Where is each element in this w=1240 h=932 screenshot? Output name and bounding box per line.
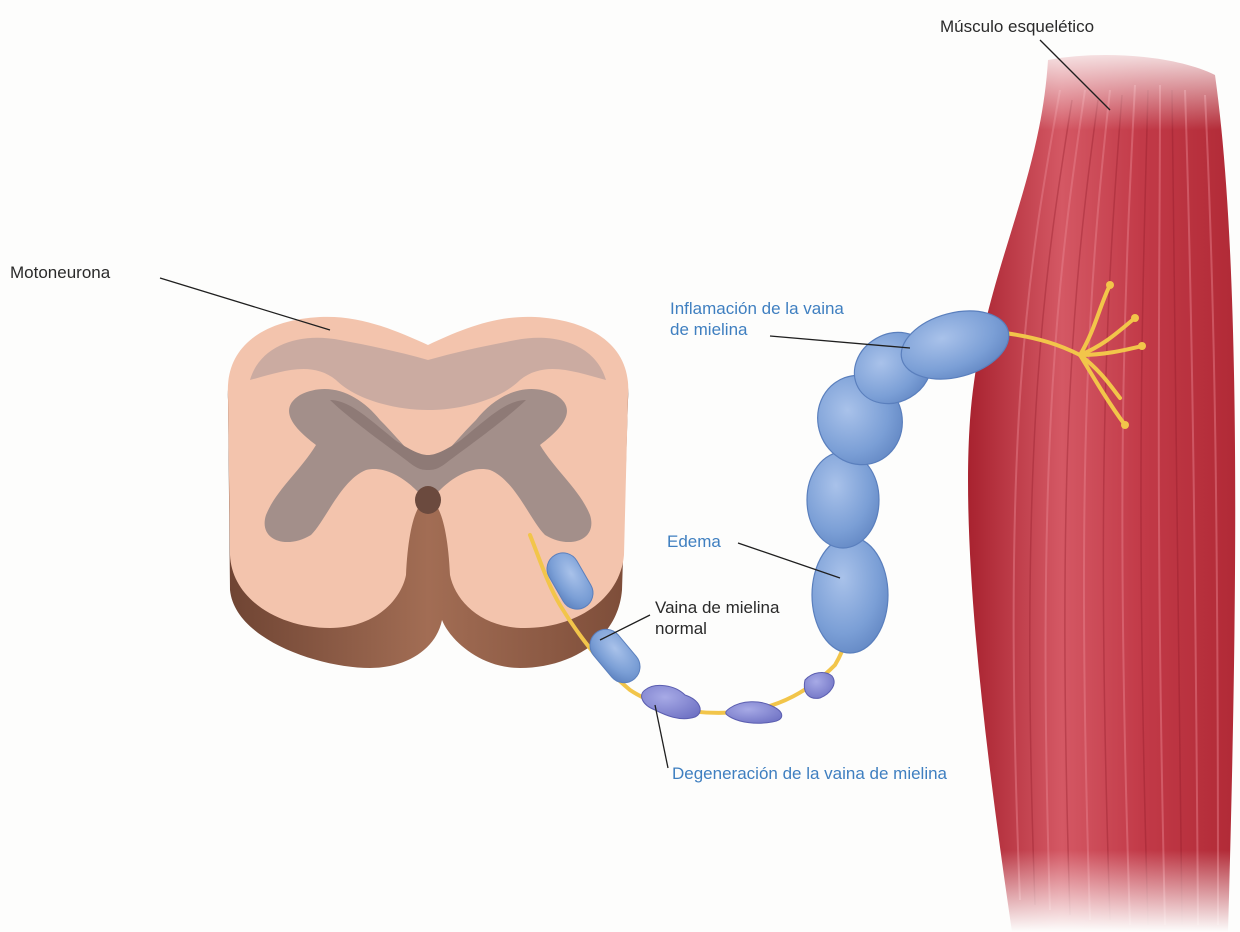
label-motoneuron: Motoneurona: [10, 262, 110, 283]
label-myelin-degeneration: Degeneración de la vaina de mielina: [672, 763, 947, 784]
label-myelin-inflammation: Inflamación de la vaina de mielina: [670, 298, 844, 340]
label-edema: Edema: [667, 531, 721, 552]
label-skeletal-muscle: Músculo esquelético: [940, 16, 1094, 37]
label-myelin-inflammation-line1: Inflamación de la vaina: [670, 298, 844, 319]
skeletal-muscle: [960, 40, 1240, 932]
label-normal-myelin-line2: normal: [655, 618, 779, 639]
label-normal-myelin-line1: Vaina de mielina: [655, 597, 779, 618]
degenerated-myelin-fragments: [642, 673, 834, 724]
label-myelin-inflammation-line2: de mielina: [670, 319, 844, 340]
label-normal-myelin: Vaina de mielina normal: [655, 597, 779, 639]
